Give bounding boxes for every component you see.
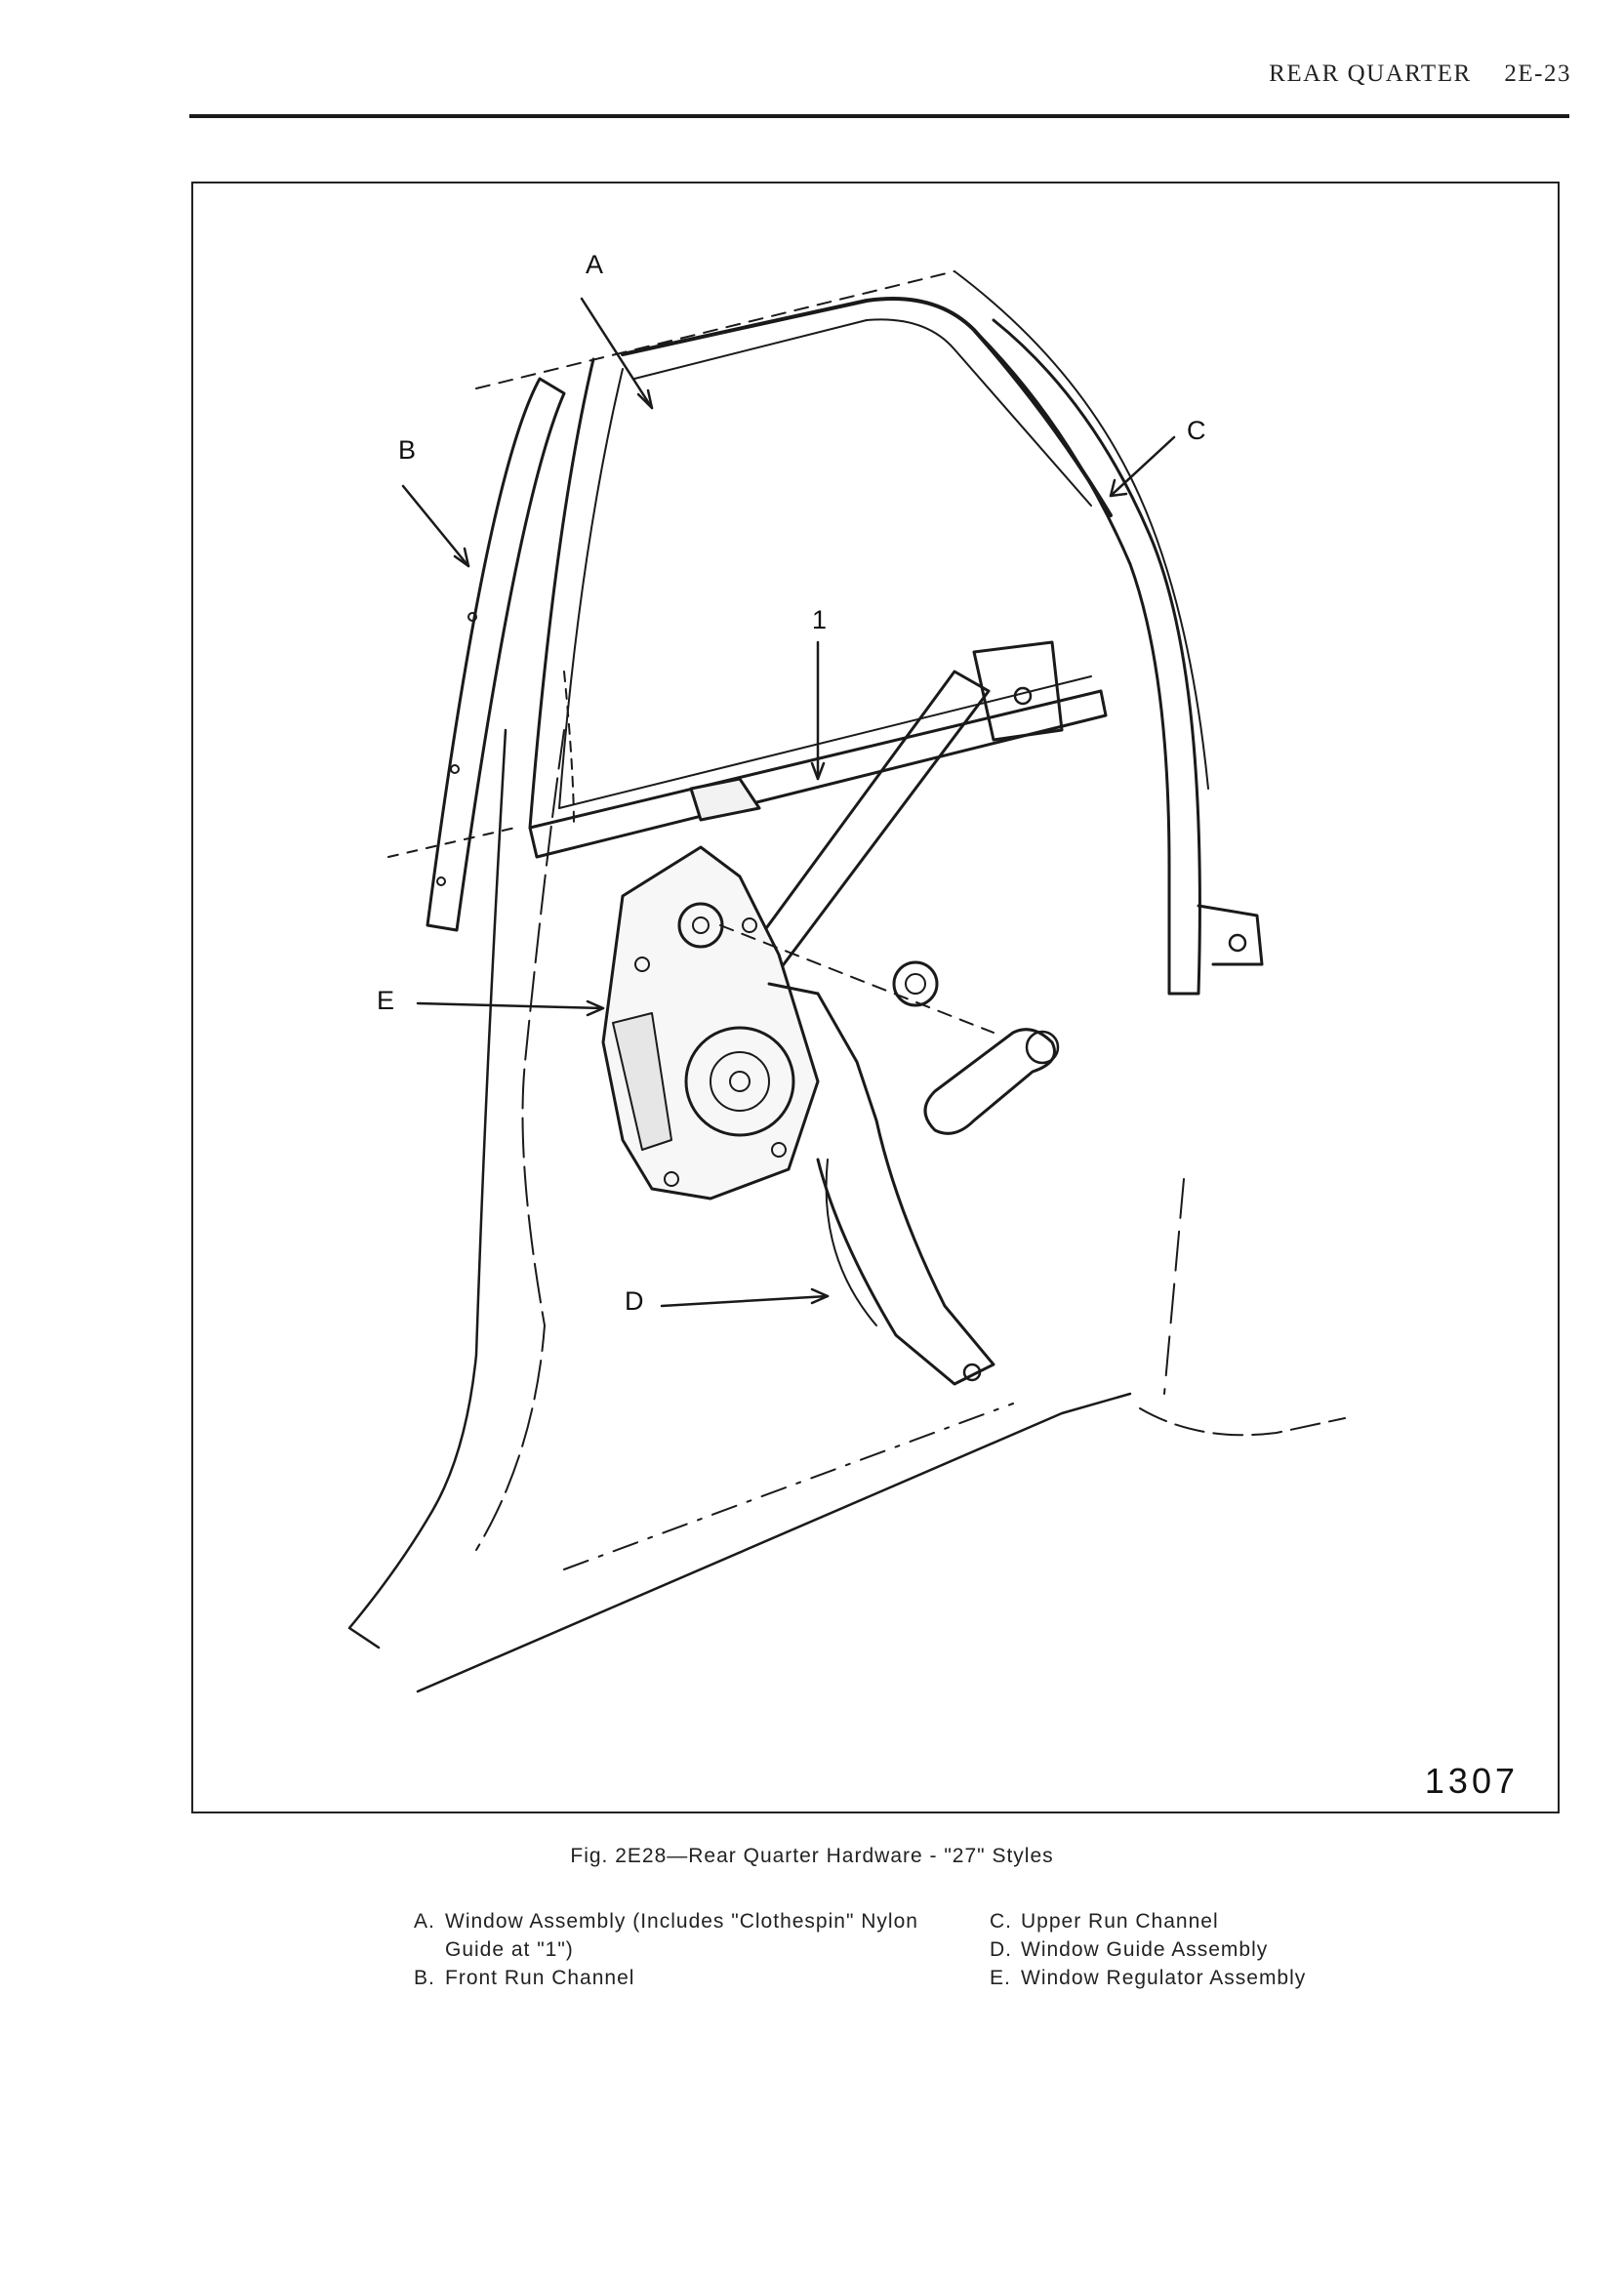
legend-right: C. Upper Run Channel D. Window Guide Ass… [990, 1907, 1400, 1992]
window-guide-inner [825, 1159, 877, 1326]
legend-text: Upper Run Channel [1021, 1910, 1219, 1933]
legend-item: E. Window Regulator Assembly [990, 1964, 1400, 1992]
leader-a [580, 297, 654, 410]
leader-b [401, 484, 470, 568]
window-glass-front [528, 357, 595, 830]
legend-key: A. [414, 1910, 435, 1933]
body-outline-top [475, 270, 955, 389]
leader-d [660, 1294, 830, 1308]
page-number: 2E-23 [1504, 61, 1571, 87]
running-head: REAR QUARTER 2E-23 [1243, 61, 1571, 88]
section-title: REAR QUARTER [1269, 61, 1472, 87]
callout-one: 1 [812, 605, 828, 634]
figure-caption: Fig. 2E28—Rear Quarter Hardware - "27" S… [570, 1845, 1054, 1867]
legend-item: B. Front Run Channel [414, 1964, 960, 1992]
callout-b: B [398, 435, 417, 465]
handle-axis [719, 924, 995, 1034]
leader-e [416, 1001, 605, 1010]
callout-c: C [1187, 416, 1206, 445]
callout-e: E [377, 986, 395, 1015]
body-rear-right [1163, 1178, 1185, 1395]
leader-c [1109, 435, 1176, 498]
legend-key: D. [990, 1938, 1012, 1961]
upper-run-channel [972, 318, 1201, 996]
body-outline-lower [416, 1392, 1132, 1693]
figure-frame: A B C 1 E D 1307 [191, 182, 1560, 1813]
escutcheon [892, 960, 939, 1007]
legend-text: Window Assembly (Includes "Clothespin" N… [445, 1910, 918, 1961]
door-pillar-left [347, 728, 508, 1649]
legend-key: C. [990, 1910, 1012, 1933]
legend-text: Front Run Channel [445, 1967, 635, 1989]
body-rear-curve [1139, 1407, 1346, 1437]
window-guide-rail [816, 992, 995, 1386]
window-glass-front-inner [558, 368, 624, 809]
regulator-spring-housing [684, 1026, 795, 1137]
front-run-channel [426, 377, 566, 932]
header-rule [189, 114, 1569, 118]
legend-left: A. Window Assembly (Includes "Clothespin… [414, 1907, 960, 1992]
window-frame-top [621, 297, 1113, 517]
legend-text: Window Regulator Assembly [1021, 1967, 1307, 1989]
figure-number: 1307 [1424, 1761, 1519, 1801]
body-outline-lower-dashed [563, 1403, 1014, 1570]
window-guide-upper [767, 982, 820, 996]
legend-text: Window Guide Assembly [1021, 1938, 1269, 1961]
legend-item: D. Window Guide Assembly [990, 1935, 1400, 1964]
page-header: REAR QUARTER 2E-23 [0, 0, 1624, 118]
callout-a: A [586, 250, 604, 279]
legend-key: E. [990, 1967, 1011, 1989]
regulator-sector-gear [612, 1012, 672, 1151]
window-bottom-rail [528, 689, 1108, 859]
clothespin-guide [689, 777, 761, 822]
legend-item: A. Window Assembly (Includes "Clothespin… [414, 1907, 960, 1964]
upper-run-bracket [1197, 904, 1264, 966]
callout-d: D [625, 1286, 644, 1316]
rear-quarter-hardware-illustration [347, 270, 1346, 1693]
window-crank-handle [923, 1028, 1056, 1135]
regulator-arm-upper [972, 640, 1064, 742]
window-frame-top-inner [633, 318, 1092, 507]
window-inner-rail [558, 675, 1092, 809]
dashed-guide-left [387, 827, 516, 858]
legend-key: B. [414, 1967, 435, 1989]
leader-arrows [401, 297, 1176, 1308]
regulator-lift-arm [738, 670, 991, 986]
legend-item: C. Upper Run Channel [990, 1907, 1400, 1935]
door-pillar-inner [475, 729, 565, 1551]
window-dashed-line [563, 671, 575, 829]
